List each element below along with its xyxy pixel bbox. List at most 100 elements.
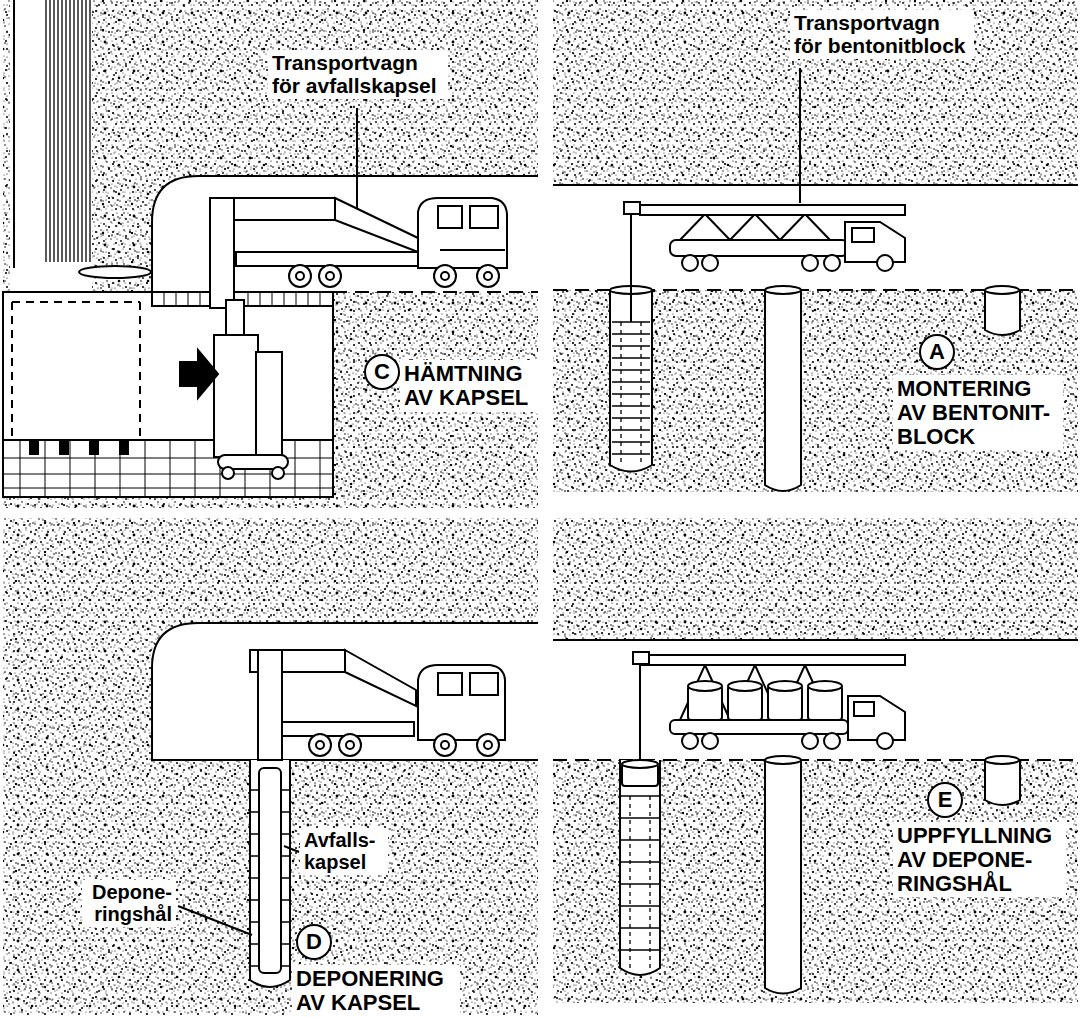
backfill-scene [620, 949, 660, 950]
bentonite-mounting-scene [624, 202, 640, 214]
step-letter: D [306, 931, 322, 953]
pickup-scene [90, 440, 98, 454]
deposition-scene [258, 650, 282, 760]
backfill-scene [765, 760, 801, 994]
pickup-scene [319, 265, 341, 287]
pickup-scene [256, 352, 282, 456]
pickup-scene [272, 467, 284, 479]
backfill-scene [802, 733, 818, 749]
pickup-scene [3, 0, 538, 497]
bentonite-mounting-scene [824, 255, 840, 271]
pickup-scene [484, 272, 492, 280]
pickup-scene [3, 440, 333, 497]
backfill-scene [670, 720, 848, 734]
bentonite-mounting-scene [640, 322, 641, 466]
deposition-scene [441, 741, 449, 749]
step-caption: UPPFYLLNING AV DEPONE- RINGSHÅL [893, 822, 1066, 897]
deposition-scene [346, 741, 354, 749]
pickup-scene [210, 198, 234, 308]
pickup-scene [20, 440, 21, 497]
pickup-scene [284, 292, 285, 306]
step-letter-circle: D [296, 924, 332, 960]
backfill-scene [639, 664, 641, 764]
pickup-scene [222, 467, 234, 479]
deposition-scene [316, 741, 324, 749]
pickup-scene [30, 440, 38, 454]
deposition-scene [339, 734, 361, 756]
bentonite-mounting-scene [985, 290, 1020, 335]
step-letter-circle: E [927, 782, 963, 818]
bentonite-mounting-scene [702, 255, 718, 271]
pickup-scene [434, 265, 456, 287]
backfill-scene [824, 733, 840, 749]
bentonite-mounting-scene [845, 222, 905, 262]
pickup-scene [61, 0, 62, 262]
pickup-scene [170, 440, 171, 497]
bentonite-mounting-scene [802, 255, 818, 271]
pickup-scene [45, 440, 46, 497]
pickup-scene [335, 198, 418, 252]
pickup-scene [418, 198, 507, 268]
pickup-scene [3, 488, 333, 489]
pickup-scene [65, 0, 66, 262]
pickup-scene [70, 440, 71, 497]
backfill-scene [649, 796, 650, 970]
backfill-scene [553, 640, 1078, 760]
backfill-scene [629, 796, 630, 970]
deposition-scene [345, 650, 416, 706]
pickup-scene [188, 292, 189, 306]
leader-line [799, 68, 801, 203]
step-caption: MONTERING AV BENTONIT- BLOCK [893, 375, 1063, 450]
leader-line [284, 846, 299, 852]
bentonite-mounting-scene [612, 393, 650, 394]
pickup-scene [470, 206, 498, 228]
pickup-scene [180, 350, 218, 398]
deposition-scene [477, 734, 499, 756]
pickup-scene [73, 0, 74, 262]
backfill-scene [854, 702, 874, 716]
bentonite-mounting-scene [612, 429, 650, 430]
leader-line [178, 906, 252, 935]
vehicle-label: Transportvagn för avfallskapsel [268, 50, 448, 99]
bentonite-mounting-scene [680, 214, 830, 240]
backfill-scene [640, 655, 905, 665]
pickup-scene [145, 440, 146, 497]
backfill-scene [702, 733, 718, 749]
backfill-scene [620, 905, 660, 906]
deposition-scene [484, 741, 492, 749]
pickup-scene [289, 265, 311, 287]
step-caption: DEPONERING AV KAPSEL [292, 965, 460, 1017]
backfill-scene [633, 652, 649, 664]
deposition-scene [152, 623, 538, 760]
step-caption: HÄMTNING AV KAPSEL [400, 360, 548, 412]
pickup-scene [79, 266, 151, 278]
backfill-scene [620, 883, 660, 884]
step-letter: C [374, 361, 390, 383]
pickup-scene [45, 0, 46, 262]
bentonite-mounting-scene [612, 369, 650, 370]
backfill-scene [620, 861, 660, 862]
step-letter: E [938, 789, 953, 811]
pickup-scene [89, 0, 90, 262]
backfill-scene [620, 760, 660, 975]
bentonite-mounting-scene [630, 214, 632, 322]
pickup-scene [320, 440, 321, 497]
bentonite-mounting-scene [670, 240, 848, 256]
pickup-scene [200, 292, 201, 306]
pickup-scene [296, 272, 304, 280]
vehicle-label: Transportvagn för bentonitblock [790, 10, 974, 59]
backfill-scene [620, 795, 660, 796]
backfill-scene [620, 817, 660, 818]
bentonite-mounting-scene [985, 286, 1019, 294]
bentonite-mounting-scene [640, 205, 905, 215]
pickup-scene [3, 439, 333, 441]
bentonite-mounting-scene [612, 453, 650, 454]
pickup-scene [272, 292, 273, 306]
pickup-scene [164, 292, 165, 306]
pickup-scene [260, 292, 261, 306]
deposition-scene [309, 734, 331, 756]
bentonite-mounting-scene [765, 290, 801, 491]
pickup-scene [60, 440, 68, 454]
